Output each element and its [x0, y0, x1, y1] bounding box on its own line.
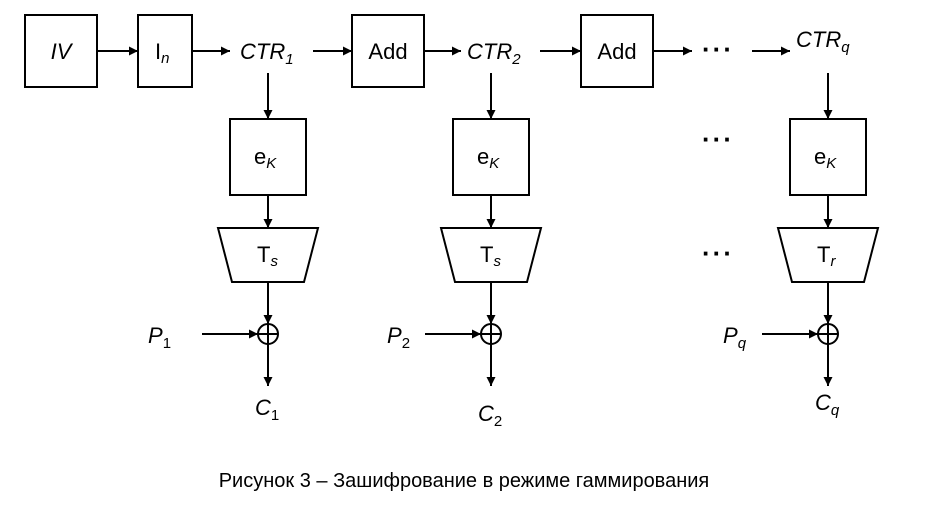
cq-label: Cq [815, 390, 840, 419]
enc2-box [452, 118, 530, 196]
xor1-icon [257, 323, 279, 345]
init-box [137, 14, 193, 88]
p1-label: P1 [148, 323, 171, 352]
add2-box [580, 14, 654, 88]
pq-label: Pq [723, 323, 747, 352]
trunc2-label: Ts [480, 242, 501, 270]
encq-label: eK [814, 144, 837, 172]
truncq-label: Tr [817, 242, 836, 270]
ellipsis-trunc: ··· [702, 238, 734, 268]
xor2-icon [480, 323, 502, 345]
figure-caption: Рисунок 3 – Зашифрование в режиме гаммир… [218, 470, 710, 492]
c1-label: C1 [255, 395, 279, 424]
ctrq-label: CTRq [796, 27, 850, 56]
ctr1-label: CTR1 [240, 39, 294, 68]
add1-label: Add [368, 39, 407, 64]
add2-label: Add [597, 39, 636, 64]
ellipsis-top: ··· [702, 34, 734, 64]
trunc1-trapezoid [216, 227, 320, 283]
trunc2-trapezoid [439, 227, 543, 283]
iv-box [24, 14, 98, 88]
ellipsis-enc: ··· [702, 124, 734, 154]
enc1-label: eK [254, 144, 277, 172]
c2-label: C2 [478, 401, 502, 430]
enc2-label: eK [477, 144, 500, 172]
trunc1-label: Ts [257, 242, 278, 270]
encq-box [789, 118, 867, 196]
p2-label: P2 [387, 323, 410, 352]
ctr2-label: CTR2 [467, 39, 521, 68]
init-label: In [155, 39, 169, 67]
xorq-icon [817, 323, 839, 345]
iv-label: IV [51, 39, 74, 64]
truncq-trapezoid [776, 227, 880, 283]
ctr-mode-diagram: IV In CTR1 Add CTR2 Add ··· CTRq eK Ts P… [24, 14, 880, 430]
